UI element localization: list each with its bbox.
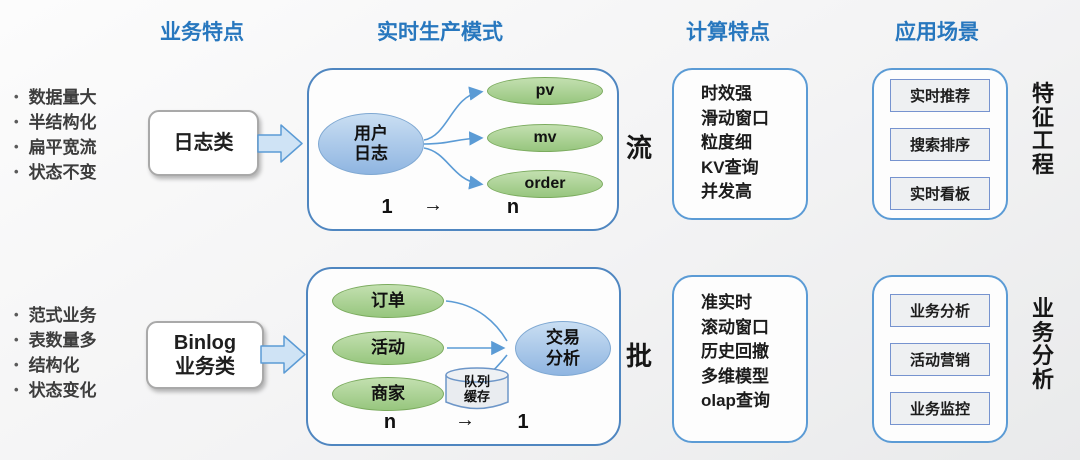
- scenario-item: 活动营销: [890, 342, 990, 376]
- bullet-item: 表数量多: [14, 329, 97, 354]
- compute-line: KV查询: [701, 157, 759, 177]
- batch-cardinality-arrow: →: [455, 409, 475, 431]
- bullet-item: 半结构化: [14, 111, 97, 136]
- compute-line: 历史回撤: [701, 342, 769, 361]
- compute-panel-stream: 时效强 滑动窗口 粒度细 KV查询 并发高: [672, 68, 808, 220]
- stream-cardinality-left: 1: [381, 196, 393, 218]
- queue-cache-line1: 队列: [463, 374, 490, 389]
- compute-line: 并发高: [701, 182, 752, 201]
- bullet-item: 扁平宽流: [14, 136, 97, 161]
- stream-cardinality-right: n: [506, 196, 520, 218]
- stream-cardinality-arrow: →: [423, 194, 443, 216]
- header-compute-traits: 计算特点: [686, 21, 770, 44]
- compute-line: 多维模型: [701, 366, 769, 386]
- mode-stream-label: 流: [626, 133, 653, 163]
- batch-bullet-list: 范式业务 表数量多 结构化 状态变化: [14, 304, 97, 404]
- binlog-source-label1: Binlog: [173, 331, 237, 354]
- scenario-item: 业务监控: [890, 391, 990, 425]
- trade-analysis-node: 交易 分析: [515, 321, 611, 376]
- scenario-item: 实时看板: [890, 176, 990, 210]
- scenario-item: 业务分析: [890, 293, 990, 327]
- log-source-box: 日志类: [148, 110, 259, 176]
- stream-bullet-list: 数据量大 半结构化 扁平宽流 状态不变: [14, 86, 97, 186]
- queue-cache-cylinder: 队列 缓存: [444, 366, 510, 412]
- header-business-traits: 业务特点: [160, 21, 244, 44]
- category-business-analysis: 业务分析: [1031, 296, 1054, 392]
- trade-analysis-line2: 分析: [546, 348, 580, 368]
- category-feature-engineering: 特征工程: [1031, 81, 1054, 177]
- order-node: order: [487, 170, 603, 198]
- compute-line: olap查询: [701, 391, 770, 410]
- compute-line: 准实时: [701, 293, 752, 312]
- log-source-label: 日志类: [173, 131, 234, 154]
- queue-cache-line2: 缓存: [463, 389, 490, 404]
- compute-line: 时效强: [701, 84, 752, 103]
- scenario-item: 搜索排序: [890, 127, 990, 161]
- compute-line: 粒度细: [701, 133, 752, 152]
- user-log-line1: 用户: [354, 123, 388, 143]
- pv-node: pv: [487, 77, 603, 105]
- cylinder-icon: [445, 367, 509, 410]
- merchant-input-node: 商家: [332, 377, 444, 411]
- compute-line: 滑动窗口: [701, 108, 769, 128]
- mode-batch-label: 批: [626, 341, 653, 371]
- order-input-node: 订单: [332, 284, 444, 318]
- header-production-mode: 实时生产模式: [377, 21, 503, 44]
- bullet-item: 范式业务: [14, 304, 97, 329]
- activity-input-node: 活动: [332, 331, 444, 365]
- flow-arrow-icon: [257, 124, 303, 163]
- scenario-panel-batch: 业务分析 活动营销 业务监控: [872, 275, 1008, 443]
- batch-cardinality-left: n: [383, 411, 397, 433]
- header-app-scenarios: 应用场景: [895, 21, 979, 44]
- bullet-item: 结构化: [14, 354, 97, 379]
- mv-node: mv: [487, 124, 603, 152]
- compute-panel-batch: 准实时 滚动窗口 历史回撤 多维模型 olap查询: [672, 275, 808, 443]
- bullet-item: 数据量大: [14, 86, 97, 111]
- user-log-node: 用户 日志: [318, 113, 424, 175]
- bullet-item: 状态变化: [14, 379, 97, 404]
- trade-analysis-line1: 交易: [546, 328, 580, 348]
- compute-line: 滚动窗口: [701, 317, 769, 337]
- user-log-line2: 日志: [354, 144, 388, 163]
- binlog-source-label2: 业务类: [175, 356, 235, 378]
- flow-arrow-icon: [260, 335, 306, 374]
- scenario-panel-stream: 实时推荐 搜索排序 实时看板: [872, 68, 1008, 220]
- scenario-item: 实时推荐: [890, 78, 990, 112]
- batch-cardinality-right: 1: [517, 411, 529, 433]
- queue-cache-label: 队列 缓存: [444, 374, 510, 404]
- bullet-item: 状态不变: [14, 161, 97, 186]
